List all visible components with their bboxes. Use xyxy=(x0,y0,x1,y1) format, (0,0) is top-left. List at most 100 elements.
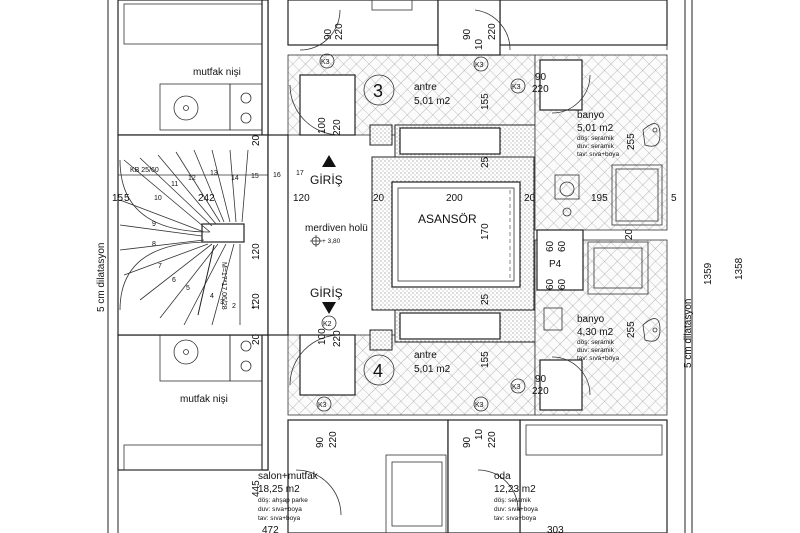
svg-text:12: 12 xyxy=(188,175,196,182)
bathroom-top-ceiling: tav: sıva+boya xyxy=(577,151,619,158)
bathroom-bottom-area: 4,30 m2 xyxy=(577,327,614,338)
svg-text:10: 10 xyxy=(474,38,485,50)
svg-text:220: 220 xyxy=(532,84,549,95)
svg-text:90: 90 xyxy=(535,72,547,83)
svg-text:13: 13 xyxy=(210,170,218,177)
top-kitchen xyxy=(117,0,269,136)
svg-text:195: 195 xyxy=(591,193,608,204)
elevator-shaft xyxy=(371,156,535,311)
antre-bottom-label: antre xyxy=(414,350,437,361)
svg-text:11: 11 xyxy=(171,181,178,188)
svg-text:60: 60 xyxy=(545,278,556,290)
svg-text:14: 14 xyxy=(231,175,239,182)
svg-text:120: 120 xyxy=(293,193,310,204)
antre-bottom xyxy=(287,309,536,416)
svg-text:445: 445 xyxy=(251,480,262,497)
kitchen-bottom-label: mutfak nişi xyxy=(180,394,228,405)
svg-text:155: 155 xyxy=(480,351,491,368)
oda-floor: döş: seramik xyxy=(494,497,532,504)
svg-text:170: 170 xyxy=(480,223,491,240)
salon-floor: döş: ahşap parke xyxy=(258,497,308,504)
door-tag-p4: P4 xyxy=(549,259,562,270)
svg-text:16: 16 xyxy=(273,172,281,179)
bathroom-bottom-floor: döş: seramik xyxy=(577,339,615,346)
svg-text:25: 25 xyxy=(480,156,491,168)
svg-text:20: 20 xyxy=(251,134,262,146)
svg-text:242: 242 xyxy=(198,193,215,204)
flat-4-number: 4 xyxy=(373,361,383,381)
door-tag-k3-6: K3 xyxy=(512,384,521,391)
svg-text:1358: 1358 xyxy=(734,257,745,280)
stair-hall-label: merdiven holü xyxy=(305,223,368,234)
svg-text:5: 5 xyxy=(671,193,677,204)
svg-text:4: 4 xyxy=(210,293,214,300)
svg-text:8: 8 xyxy=(152,241,156,248)
svg-text:220: 220 xyxy=(332,330,343,347)
entrance-arrow-up-icon xyxy=(322,155,336,167)
svg-text:5: 5 xyxy=(186,285,190,292)
svg-text:90: 90 xyxy=(323,28,334,40)
oda-ceiling: tav: sıva+boya xyxy=(494,515,536,522)
svg-text:155: 155 xyxy=(480,93,491,110)
svg-text:120: 120 xyxy=(251,243,262,260)
door-tag-k3-1: K3 xyxy=(321,59,330,66)
oda-area: 12,23 m2 xyxy=(494,484,536,495)
svg-text:6: 6 xyxy=(172,277,176,284)
bathroom-bottom-label: banyo xyxy=(577,314,605,325)
bathroom-bottom-ceiling: tav: sıva+boya xyxy=(577,355,619,362)
level-marker-icon xyxy=(310,235,322,247)
svg-text:17: 17 xyxy=(296,170,304,177)
stair-code-kb: KB 25/60 xyxy=(130,167,159,174)
door-tag-k3-3: K3 xyxy=(512,84,521,91)
svg-text:9: 9 xyxy=(152,221,156,228)
svg-text:220: 220 xyxy=(487,431,498,448)
svg-text:200: 200 xyxy=(446,193,463,204)
door-tag-k3-5: K3 xyxy=(475,402,484,409)
svg-text:20: 20 xyxy=(524,193,536,204)
svg-text:255: 255 xyxy=(626,133,637,150)
kitchen-top-label: mutfak nişi xyxy=(193,67,241,78)
bathroom-top-wall: duv: seramik xyxy=(577,143,615,150)
salon-wall: duv: sıva+boya xyxy=(258,506,302,513)
oda-label: oda xyxy=(494,471,511,482)
svg-text:220: 220 xyxy=(487,23,498,40)
entrance-top-label: GİRİŞ xyxy=(310,173,343,187)
svg-text:10: 10 xyxy=(154,195,162,202)
top-rooms xyxy=(287,0,668,56)
svg-text:5: 5 xyxy=(124,193,130,204)
antre-top xyxy=(287,54,536,158)
antre-top-area: 5,01 m2 xyxy=(414,96,451,107)
bathroom-top-area: 5,01 m2 xyxy=(577,123,614,134)
svg-text:1359: 1359 xyxy=(703,262,714,285)
svg-text:20: 20 xyxy=(373,193,385,204)
svg-text:25: 25 xyxy=(480,293,491,305)
svg-text:20: 20 xyxy=(251,333,262,345)
stair-hall xyxy=(117,134,289,336)
svg-text:1: 1 xyxy=(251,303,255,310)
svg-text:303: 303 xyxy=(547,525,564,533)
expansion-joint-right: 5 cm dilatasyon xyxy=(683,299,694,368)
stair-hall-level: + 3,80 xyxy=(322,238,341,245)
svg-text:255: 255 xyxy=(626,321,637,338)
salon-area: 18,25 m2 xyxy=(258,484,300,495)
svg-text:60: 60 xyxy=(557,240,568,252)
svg-text:60: 60 xyxy=(545,240,556,252)
entrance-arrow-down-icon xyxy=(322,302,336,314)
bathroom-bottom xyxy=(534,229,668,416)
svg-text:120: 120 xyxy=(251,293,262,310)
svg-text:220: 220 xyxy=(532,386,549,397)
svg-text:90: 90 xyxy=(462,28,473,40)
bathroom-top-floor: döş: seramik xyxy=(577,135,615,142)
svg-text:220: 220 xyxy=(332,119,343,136)
svg-text:90: 90 xyxy=(535,374,547,385)
antre-bottom-area: 5,01 m2 xyxy=(414,364,451,375)
door-tag-k3-2: K3 xyxy=(475,62,484,69)
svg-text:90: 90 xyxy=(315,436,326,448)
svg-text:100: 100 xyxy=(317,328,328,345)
stair-step-numbers: 1 2 3 4 5 6 7 8 9 10 11 12 13 14 15 16 1… xyxy=(152,170,304,310)
dimensions: 90 220 90 10 220 90 220 20 100 220 155 2… xyxy=(112,23,745,533)
svg-text:90: 90 xyxy=(462,436,473,448)
salon-ceiling: tav: sıva+boya xyxy=(258,515,300,522)
flat-3-number: 3 xyxy=(373,81,383,101)
svg-text:3: 3 xyxy=(220,299,224,306)
